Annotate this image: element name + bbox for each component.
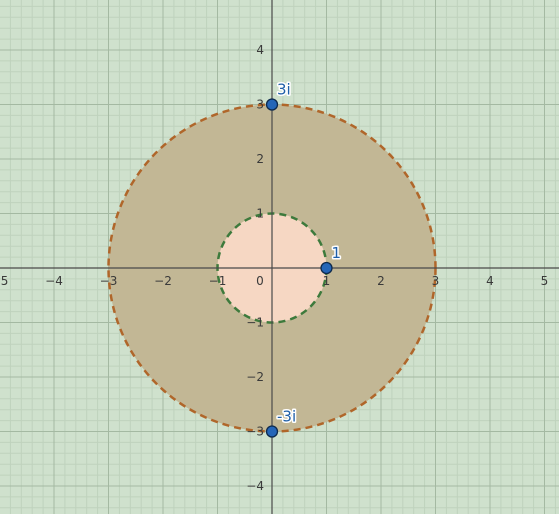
x-tick-label: −5 xyxy=(0,274,8,288)
y-tick-label: 4 xyxy=(256,43,264,57)
y-tick-label: 1 xyxy=(256,207,264,221)
point-label: -3i xyxy=(277,408,296,426)
y-tick-label: 3 xyxy=(256,98,264,112)
x-tick-label: −2 xyxy=(154,274,172,288)
x-tick-label: −4 xyxy=(45,274,63,288)
y-tick-label: −3 xyxy=(246,425,264,439)
x-tick-label: 2 xyxy=(377,274,385,288)
point-marker xyxy=(265,425,279,438)
point-marker xyxy=(265,98,279,111)
x-tick-label: 5 xyxy=(541,274,549,288)
x-tick-label: −1 xyxy=(209,274,227,288)
x-tick-label: 3 xyxy=(432,274,440,288)
point-marker xyxy=(320,261,333,275)
y-tick-label: −4 xyxy=(246,479,264,493)
x-tick-label: 0 xyxy=(256,274,264,288)
x-tick-label: −3 xyxy=(100,274,118,288)
x-tick-label: 4 xyxy=(486,274,494,288)
point-label: 3i xyxy=(277,81,291,99)
y-tick-label: 2 xyxy=(256,152,264,166)
y-tick-label: −2 xyxy=(246,370,264,384)
x-tick-label: 1 xyxy=(323,274,331,288)
point-label: 1 xyxy=(332,244,342,262)
y-tick-label: −1 xyxy=(246,316,264,330)
